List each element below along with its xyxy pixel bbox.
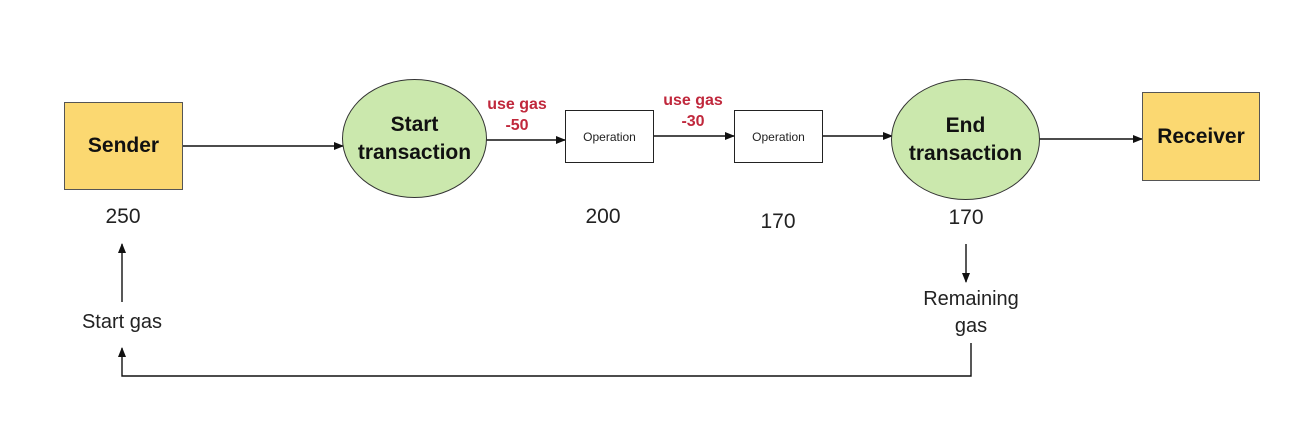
- operation-2-gas-value: 170: [760, 210, 796, 233]
- remaining-gas-label: Remaining gas: [901, 286, 1041, 340]
- gas-usage-1: use gas -50: [472, 94, 562, 136]
- start-transaction-node: Start transaction: [342, 79, 487, 198]
- operation-1-gas-value: 200: [585, 205, 621, 228]
- arrow-remaining-gas-to-start-gas: [118, 343, 972, 377]
- operation-2-node: Operation: [734, 110, 823, 163]
- end-transaction-node: End transaction: [891, 79, 1040, 200]
- gas-usage-1-line1: use gas: [487, 96, 547, 113]
- sender-node: Sender: [64, 102, 183, 190]
- sender-label: Sender: [87, 134, 160, 157]
- end-transaction-label-line2: transaction: [908, 141, 1023, 165]
- gas-usage-2: use gas -30: [648, 90, 738, 132]
- receiver-label: Receiver: [1157, 124, 1245, 148]
- operation-2-label: Operation: [752, 129, 805, 144]
- remaining-gas-line2: gas: [954, 315, 988, 337]
- receiver-node: Receiver: [1142, 92, 1260, 181]
- gas-usage-2-line1: use gas: [663, 92, 723, 109]
- start-gas-label: Start gas: [81, 311, 163, 333]
- remaining-gas-line1: Remaining: [923, 288, 1019, 310]
- start-transaction-label-line1: Start: [390, 112, 439, 136]
- sender-gas-value: 250: [105, 205, 141, 228]
- end-transaction-gas-value: 170: [948, 206, 984, 229]
- gas-usage-1-amount: -50: [505, 117, 529, 134]
- start-transaction-label-line2: transaction: [357, 140, 472, 164]
- end-transaction-label-line1: End: [945, 113, 986, 137]
- gas-usage-2-amount: -30: [681, 113, 705, 130]
- operation-1-label: Operation: [583, 129, 636, 144]
- operation-1-node: Operation: [565, 110, 654, 163]
